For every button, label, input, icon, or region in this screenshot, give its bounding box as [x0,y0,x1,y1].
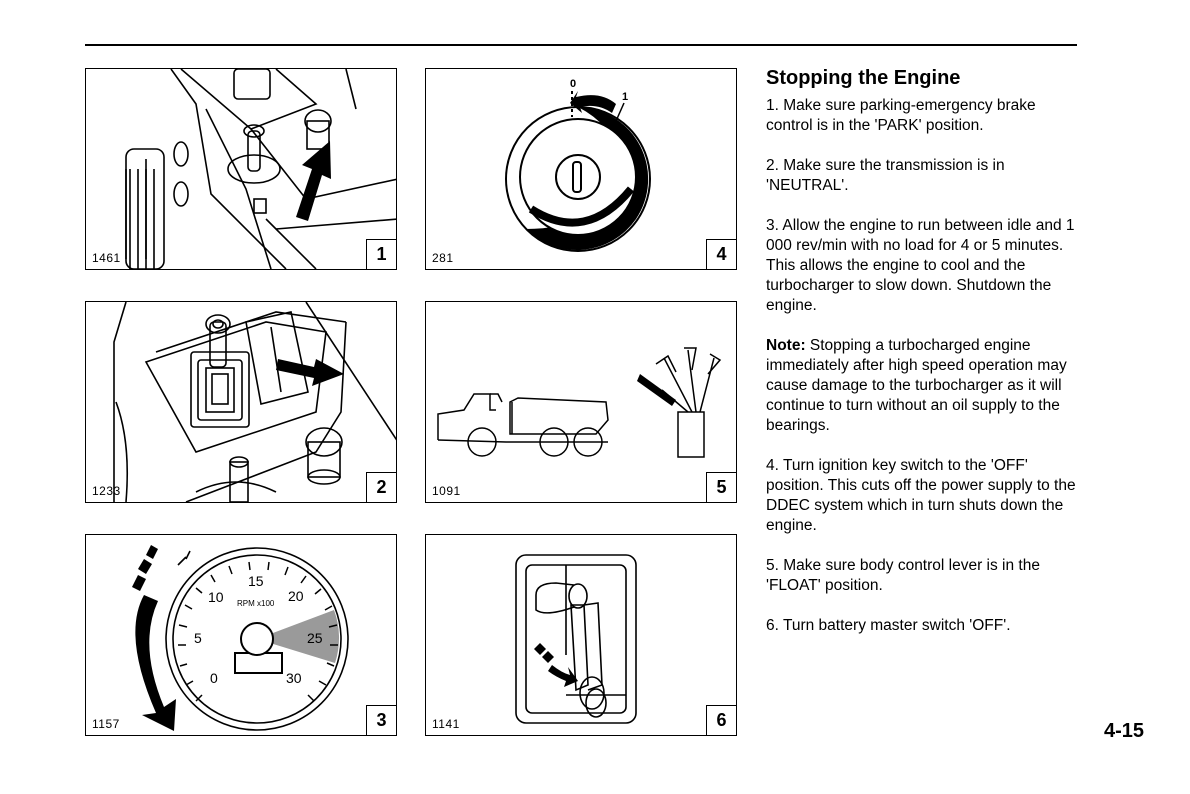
figure-ref: 1233 [92,484,121,498]
tick-label-30: 30 [286,670,302,686]
arrow-icon [276,359,344,386]
note-text: Stopping a turbocharged engine immediate… [766,337,1067,434]
figure-number: 4 [706,239,736,269]
note: Note: Stopping a turbocharged engine imm… [766,336,1086,436]
step-3: 3. Allow the engine to run between idle … [766,217,1075,314]
figure-ref: 1157 [92,717,120,731]
lever-icon [637,374,676,406]
curved-arrow-icon [132,545,176,731]
figure-2-transmission-lever: 1233 2 [85,301,397,503]
transmission-illustration [113,302,396,502]
tick-label-5: 5 [194,630,202,646]
tick-label-15: 15 [248,573,264,589]
gauge-ticks [178,561,338,702]
tick-label-20: 20 [288,588,304,604]
figure-number: 3 [366,705,396,735]
figure-4-ignition-switch: 0 1 281 4 [425,68,737,270]
figure-3-tachometer: 0 5 10 15 20 25 30 RPM x100 1157 3 [85,534,397,736]
key-pos-off: 0 [570,78,576,90]
curved-arrow-icon [534,643,578,687]
step-4: 4. Turn ignition key switch to the 'OFF'… [766,457,1076,534]
page-number: 4-15 [1104,720,1145,742]
ignition-switch-illustration: 0 1 [505,78,651,252]
figure-number: 5 [706,472,736,502]
instructions-column: Stopping the Engine 1. Make sure parking… [766,66,1086,656]
arrow-icon [296,141,331,221]
gauge-unit: RPM x100 [237,599,275,608]
figure-6-battery-switch: 1141 6 [425,534,737,736]
header-rule [85,44,1077,46]
key-pos-on: 1 [622,91,628,103]
figure-5-body-control: 1091 5 [425,301,737,503]
arrow-icon [570,91,616,113]
figure-ref: 1091 [432,484,461,498]
step-5: 5. Make sure body control lever is in th… [766,557,1040,594]
parking-brake-illustration [125,69,396,269]
tachometer-illustration: 0 5 10 15 20 25 30 RPM x100 [132,545,349,731]
section-title: Stopping the Engine [766,67,961,89]
step-6: 6. Turn battery master switch 'OFF'. [766,617,1011,634]
figure-number: 2 [366,472,396,502]
figure-1-parking-brake: 1461 1 [85,68,397,270]
step-1: 1. Make sure parking-emergency brake con… [766,97,1036,134]
battery-switch-illustration [515,554,637,724]
figure-ref: 1461 [92,251,121,265]
figure-number: 1 [366,239,396,269]
tick-label-0: 0 [210,670,218,686]
dump-truck-illustration [437,347,722,458]
note-label: Note: [766,337,806,354]
figure-ref: 281 [432,251,454,265]
figure-ref: 1141 [432,717,460,731]
tick-label-10: 10 [208,589,224,605]
tick-label-25: 25 [307,630,323,646]
figure-number: 6 [706,705,736,735]
step-2: 2. Make sure the transmission is in 'NEU… [766,157,1005,194]
